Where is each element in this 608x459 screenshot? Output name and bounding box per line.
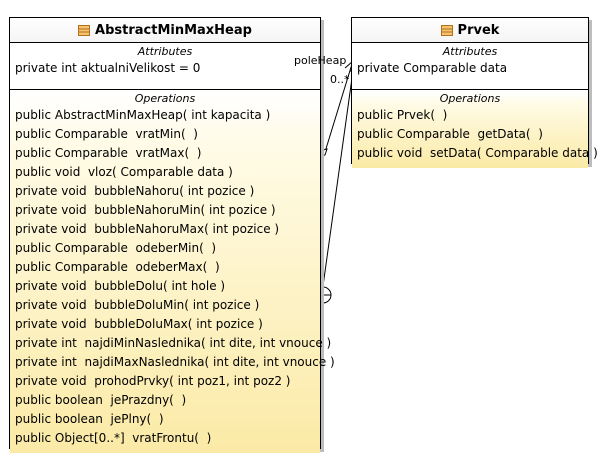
- operation-row[interactable]: private void bubbleNahoru( int pozice ): [15, 184, 255, 198]
- operation-row[interactable]: public Comparable vratMin( ): [15, 127, 198, 141]
- operation-row[interactable]: public Comparable vratMax( ): [15, 146, 202, 160]
- attributes-title: Attributes: [442, 45, 498, 58]
- class-header: AbstractMinMaxHeap: [10, 18, 320, 43]
- operation-row[interactable]: private int najdiMinNaslednika( int dite…: [15, 336, 332, 350]
- aggregation-diamond-icon: [320, 148, 328, 157]
- class-icon: [78, 24, 91, 36]
- operation-row[interactable]: private void bubbleDolu( int hole ): [15, 279, 226, 293]
- class-name: AbstractMinMaxHeap: [95, 22, 252, 38]
- class-abstract-min-max-heap[interactable]: AbstractMinMaxHeap Attributes private in…: [9, 17, 335, 453]
- operation-row[interactable]: public Comparable odeberMax( ): [15, 260, 220, 274]
- operation-row[interactable]: private void prohodPrvky( int poz1, int …: [15, 374, 291, 388]
- operation-row[interactable]: public Comparable getData( ): [357, 127, 543, 141]
- association-role-label: poleHeap: [294, 54, 347, 67]
- operation-row[interactable]: private void bubbleDoluMin( int pozice ): [15, 298, 260, 312]
- operation-row[interactable]: public void vloz( Comparable data ): [15, 165, 233, 179]
- attribute-row[interactable]: private Comparable data: [357, 61, 508, 75]
- operations-title: Operations: [134, 92, 196, 105]
- class-prvek[interactable]: Prvek Attributes private Comparable data…: [351, 17, 598, 168]
- operation-row[interactable]: private void bubbleNahoruMin( int pozice…: [15, 203, 276, 217]
- attributes-title: Attributes: [137, 45, 193, 58]
- operation-row[interactable]: public boolean jePrazdny( ): [15, 393, 187, 407]
- operation-row[interactable]: public Object[0..*] vratFrontu( ): [15, 431, 212, 445]
- nesting-line[interactable]: [322, 77, 353, 287]
- operation-row[interactable]: private int najdiMaxNaslednika( int dite…: [15, 355, 335, 369]
- attribute-row[interactable]: private int aktualniVelikost = 0: [15, 61, 201, 75]
- operation-row[interactable]: public AbstractMinMaxHeap( int kapacita …: [15, 108, 271, 122]
- class-name: Prvek: [457, 22, 500, 38]
- operation-row[interactable]: private void bubbleDoluMax( int pozice ): [15, 317, 263, 331]
- operations-title: Operations: [439, 92, 501, 105]
- operations-section: Operations public AbstractMinMaxHeap( in…: [10, 92, 335, 453]
- operations-section: Operations public Prvek( ) public Compar…: [352, 92, 598, 168]
- association-multiplicity-label: 0..*: [330, 73, 350, 86]
- operation-row[interactable]: public Prvek( ): [357, 108, 448, 122]
- class-icon: [440, 24, 453, 36]
- attributes-section: Attributes private int aktualniVelikost …: [10, 45, 320, 90]
- operation-row[interactable]: private void bubbleNahoruMax( int pozice…: [15, 222, 280, 236]
- attributes-section: Attributes private Comparable data: [352, 45, 588, 90]
- operation-row[interactable]: public boolean jePlny( ): [15, 412, 164, 426]
- operation-row[interactable]: public void setData( Comparable data ): [357, 146, 598, 160]
- operation-row[interactable]: public Comparable odeberMin( ): [15, 241, 217, 255]
- class-header: Prvek: [352, 18, 588, 43]
- aggregation-line[interactable]: [324, 63, 353, 153]
